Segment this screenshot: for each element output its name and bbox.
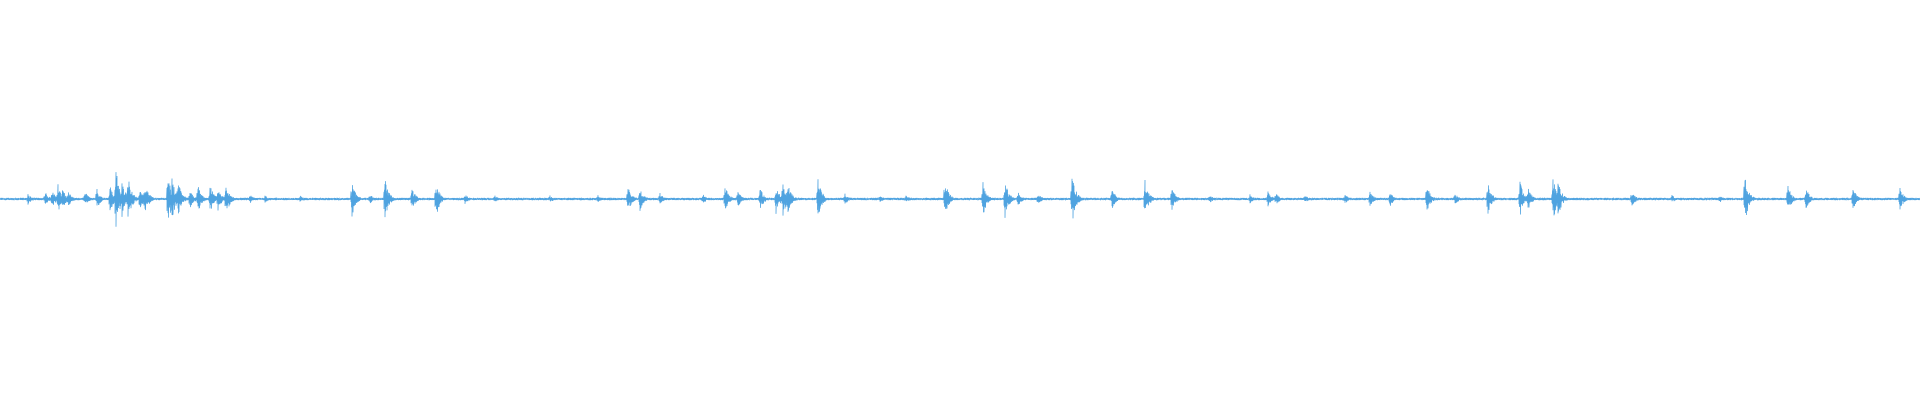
waveform-trace	[0, 172, 1920, 227]
